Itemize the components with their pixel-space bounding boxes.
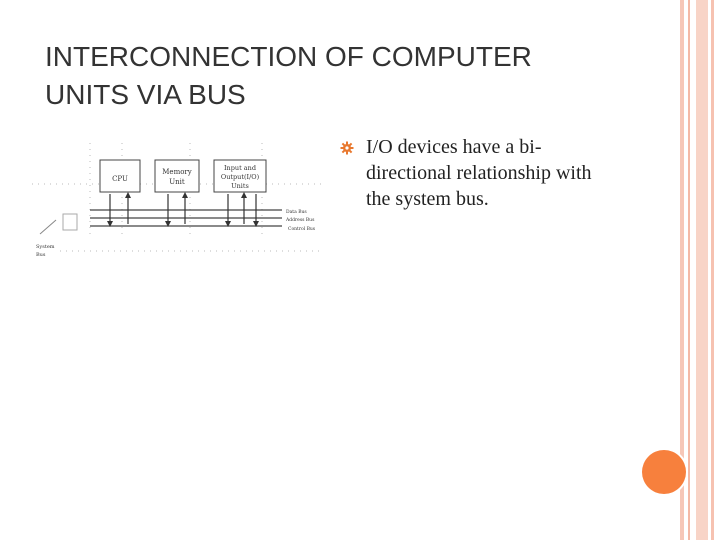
bus-diagram: CPU Memory Unit Input and Output(I/O) Un… [30, 138, 330, 263]
system-bus-bracket [62, 213, 78, 231]
data-bus-label: Data Bus [286, 209, 307, 215]
slide-title: INTERCONNECTION OF COMPUTER UNITS VIA BU… [45, 38, 645, 114]
memory-label-line2: Unit [169, 178, 185, 186]
bus-lines [90, 209, 282, 227]
io-units-box [213, 159, 267, 193]
control-bus-label: Control Bus [288, 226, 316, 232]
bus-connection-arrows [107, 192, 259, 227]
right-border-line [680, 0, 684, 540]
decorative-circle [642, 450, 686, 494]
memory-unit-box [154, 159, 200, 193]
gear-bullet-icon [340, 141, 354, 155]
memory-label-line1: Memory [162, 168, 192, 176]
system-bus-label-line2: Bus [36, 252, 46, 258]
slide-title-line1: INTERCONNECTION OF COMPUTER [45, 41, 532, 72]
address-bus-label: Address Bus [285, 217, 315, 223]
bus-diagram-svg: CPU Memory Unit Input and Output(I/O) Un… [32, 143, 322, 258]
right-border-line [688, 0, 690, 540]
cpu-label: CPU [112, 175, 128, 183]
right-border-line [711, 0, 714, 540]
io-label-line2: Output(I/O) [221, 173, 260, 181]
right-border-band [696, 0, 708, 540]
bullet-text: I/O devices have a bi-directional relati… [366, 136, 592, 210]
io-label-line1: Input and [224, 164, 256, 172]
system-bus-label-line1: System [36, 244, 55, 250]
slide-title-line2: UNITS VIA BUS [45, 79, 246, 110]
system-bus-pointer [39, 219, 57, 235]
dotted-guides [32, 143, 322, 252]
io-label-line3: Units [231, 182, 249, 190]
cpu-box [99, 159, 141, 193]
